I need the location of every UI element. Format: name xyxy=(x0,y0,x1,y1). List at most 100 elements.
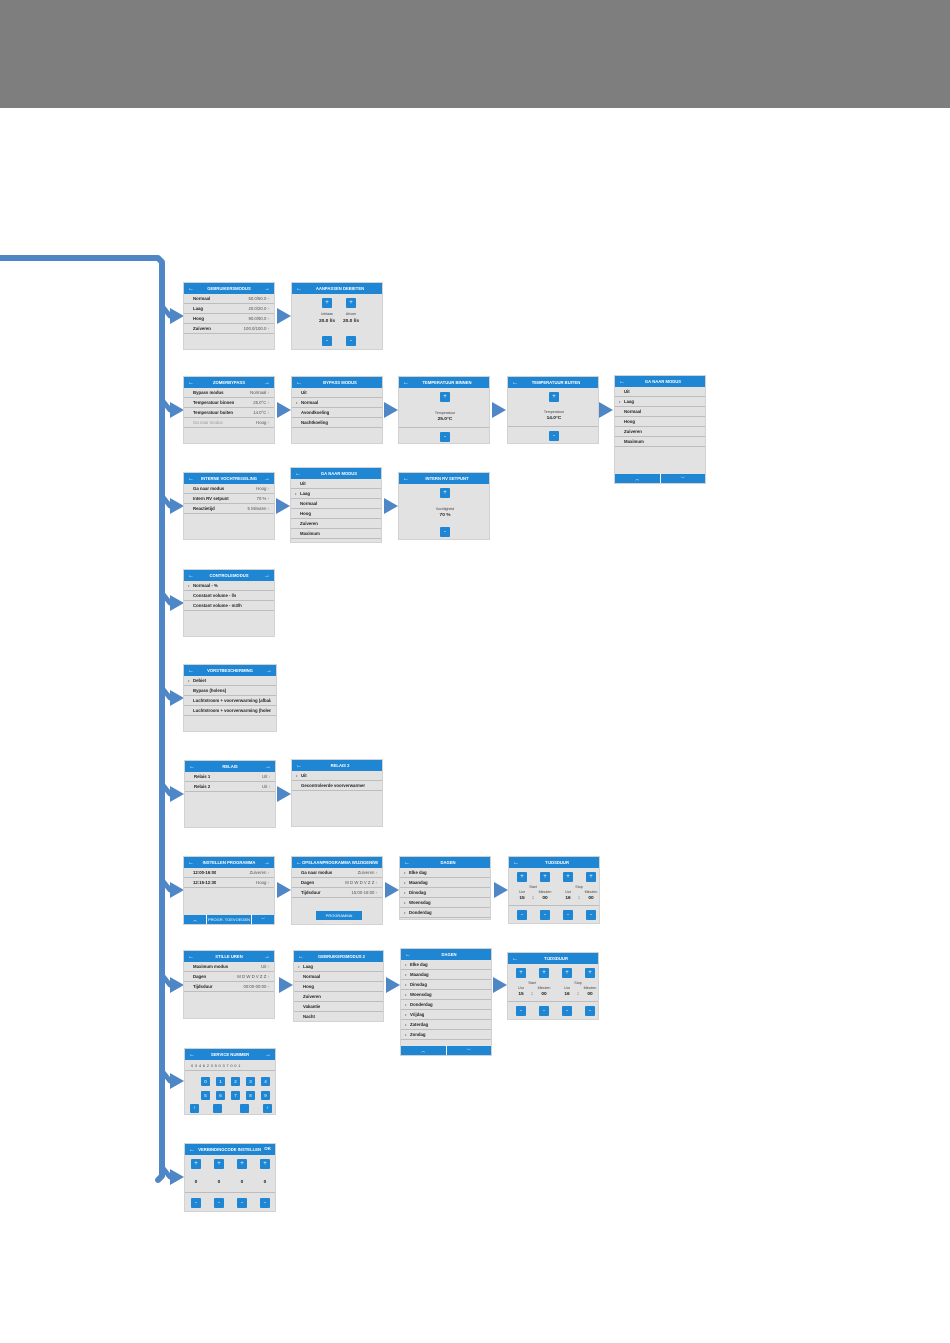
keypad-key[interactable]: 0 xyxy=(201,1077,210,1086)
option-item[interactable]: Normaal xyxy=(291,499,381,509)
option-item[interactable]: Maandag xyxy=(400,878,490,888)
minus-button[interactable]: - xyxy=(440,432,450,442)
arrow-right-icon[interactable]: → xyxy=(264,285,270,292)
option-item[interactable]: Normaal xyxy=(294,972,383,982)
minus-button[interactable]: - xyxy=(539,1006,549,1016)
option-item[interactable]: Dinsdag xyxy=(401,980,491,990)
delete-program-button[interactable]: PROGRAMMA VERWIJDEREN xyxy=(316,911,362,924)
minus-button[interactable]: - xyxy=(562,1006,572,1016)
minus-button-right[interactable]: - xyxy=(346,336,356,346)
plus-button-right[interactable]: + xyxy=(346,298,356,308)
add-program-button[interactable]: PROGR. TOEVOEGEN xyxy=(207,915,252,924)
chevron-up-icon[interactable]: ︿ xyxy=(184,915,207,924)
arrow-left-icon[interactable]: ← xyxy=(404,859,410,866)
option-item[interactable]: Luchtstroom + voorverwarming (holens) xyxy=(184,706,276,716)
arrow-right-icon[interactable]: → xyxy=(264,475,270,482)
option-item[interactable]: Vrijdag xyxy=(401,1010,491,1020)
clear-key[interactable] xyxy=(240,1104,249,1113)
arrow-left-icon[interactable]: ← xyxy=(188,859,194,866)
minus-button[interactable]: - xyxy=(516,1006,526,1016)
arrow-left-icon[interactable]: ← xyxy=(188,285,194,292)
option-item[interactable]: Vakantie xyxy=(294,1002,383,1012)
plus-button[interactable]: + xyxy=(549,392,559,402)
minus-button-left[interactable]: - xyxy=(322,336,332,346)
option-item[interactable]: Normaal - % xyxy=(184,581,274,591)
option-item[interactable]: Hoog xyxy=(291,509,381,519)
keypad-key[interactable]: 4 xyxy=(261,1077,270,1086)
option-item[interactable]: Zuiveren xyxy=(294,992,383,1002)
minus-button[interactable]: - xyxy=(586,910,596,920)
arrow-right-icon[interactable]: → xyxy=(264,379,270,386)
minus-button[interactable]: - xyxy=(549,431,559,441)
arrow-right-icon[interactable]: → xyxy=(264,859,270,866)
chevron-down-icon[interactable]: ﹀ xyxy=(660,474,705,483)
plus-button[interactable]: + xyxy=(562,968,572,978)
option-item[interactable]: Bypass (holens) xyxy=(184,686,276,696)
plus-button[interactable]: + xyxy=(440,392,450,402)
option-item[interactable]: Uit xyxy=(615,387,705,397)
arrow-left-icon[interactable]: ← xyxy=(296,285,302,292)
option-item[interactable]: Debiet xyxy=(184,676,276,686)
plus-button[interactable]: + xyxy=(516,968,526,978)
option-item[interactable]: Hoog xyxy=(294,982,383,992)
option-item[interactable]: Woensdag xyxy=(400,898,490,908)
chevron-up-icon[interactable]: ︿ xyxy=(615,474,661,483)
arrow-left-icon[interactable]: ← xyxy=(296,379,302,386)
minus-button[interactable]: - xyxy=(540,910,550,920)
option-item[interactable]: Maandag xyxy=(401,970,491,980)
keypad-key[interactable]: 2 xyxy=(231,1077,240,1086)
keypad-key[interactable]: 9 xyxy=(261,1091,270,1100)
decrement-button[interactable]: - xyxy=(237,1198,247,1208)
backspace-key[interactable] xyxy=(213,1104,222,1113)
keypad-key[interactable]: 5 xyxy=(201,1091,210,1100)
arrow-right-icon[interactable]: → xyxy=(266,667,272,674)
option-item[interactable]: Normaal xyxy=(292,398,382,408)
minus-button[interactable]: - xyxy=(563,910,573,920)
increment-button[interactable]: + xyxy=(214,1159,224,1169)
option-item[interactable]: Uit xyxy=(292,388,382,398)
minus-button[interactable]: - xyxy=(440,527,450,537)
keypad-key[interactable]: 1 xyxy=(216,1077,225,1086)
option-item[interactable]: Hoog xyxy=(615,417,705,427)
option-item[interactable]: Zuiveren xyxy=(615,427,705,437)
arrow-left-icon[interactable]: ← xyxy=(188,475,194,482)
option-item[interactable]: Gecontroleerde voorverwarmer xyxy=(292,781,382,791)
option-item[interactable]: Elke dag xyxy=(400,868,490,878)
arrow-left-icon[interactable]: ← xyxy=(405,951,411,958)
option-item[interactable]: Dinsdag xyxy=(400,888,490,898)
decrement-button[interactable]: - xyxy=(191,1198,201,1208)
keypad-key[interactable]: 6 xyxy=(216,1091,225,1100)
arrow-left-icon[interactable]: ← xyxy=(189,1146,195,1153)
option-item[interactable]: Donderdag xyxy=(400,908,490,918)
chevron-up-icon[interactable]: ︿ xyxy=(401,1046,447,1055)
plus-button[interactable]: + xyxy=(586,872,596,882)
option-item[interactable]: Donderdag xyxy=(401,1000,491,1010)
arrow-left-icon[interactable]: ← xyxy=(188,953,194,960)
arrow-left-icon[interactable]: ← xyxy=(189,1051,195,1058)
arrow-left-icon[interactable]: ← xyxy=(403,379,409,386)
option-item[interactable]: Laag xyxy=(291,489,381,499)
decrement-button[interactable]: - xyxy=(214,1198,224,1208)
option-item[interactable]: Maximum xyxy=(291,529,381,539)
arrow-left-icon[interactable]: ← xyxy=(512,955,518,962)
arrow-left-icon[interactable]: ← xyxy=(188,667,194,674)
keypad-key[interactable]: 3 xyxy=(246,1077,255,1086)
arrow-right-icon[interactable]: → xyxy=(265,763,271,770)
ok-button[interactable]: OK xyxy=(264,1146,271,1152)
option-item[interactable]: Constant volume - m3/h xyxy=(184,601,274,611)
option-item[interactable]: Nachtkoeling xyxy=(292,418,382,428)
option-item[interactable]: Zondag xyxy=(401,1030,491,1040)
plus-button[interactable]: + xyxy=(585,968,595,978)
arrow-left-icon[interactable]: ← xyxy=(619,378,625,385)
